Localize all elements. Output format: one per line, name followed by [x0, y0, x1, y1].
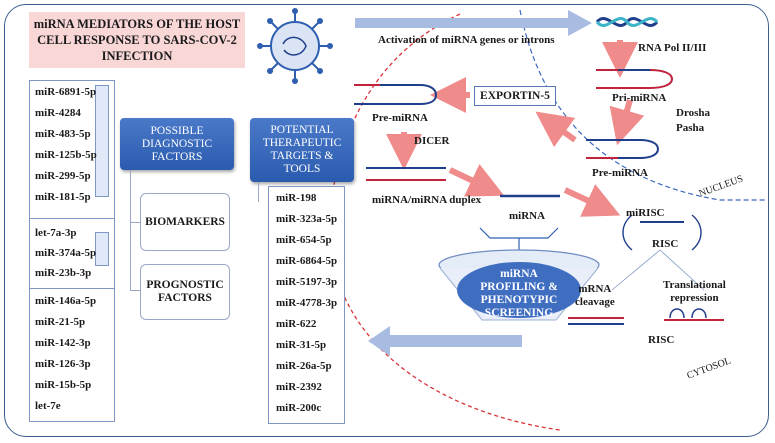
mirna-other-3: miR-142-3p — [35, 337, 91, 349]
risc-bracket-icon — [622, 214, 702, 251]
connector-biomarkers — [130, 222, 140, 223]
therapeutic-mirna-3: miR-654-5p — [276, 234, 332, 246]
mirna-other-4: miR-126-3p — [35, 358, 91, 370]
rna-pol-label: RNA Pol II/III — [638, 42, 707, 54]
mirna-up-6: miR-181-5p — [35, 191, 91, 203]
profiling-funnel-icon — [438, 249, 600, 321]
mirna-up-1: miR-6891-5p — [35, 86, 97, 98]
biomarkers-box: BIOMARKERS — [140, 193, 230, 251]
mrna-cleavage-label: mRNA cleavage — [575, 283, 615, 309]
diagnostic-divider-2 — [29, 288, 115, 289]
pre-mirna-cytosol-icon — [354, 84, 438, 105]
mirna-up-5: miR-299-5p — [35, 170, 91, 182]
therapeutic-header: POTENTIAL THERAPEUTIC TARGETS & TOOLS — [250, 118, 354, 182]
therapeutic-mirna-10: miR-2392 — [276, 381, 322, 393]
mirna-down-2: miR-374a-5p — [35, 247, 97, 259]
activation-label: Activation of miRNA genes or introns — [378, 34, 555, 46]
translational-line1: Translational — [663, 279, 726, 291]
arrow-pre-to-exportin — [535, 111, 577, 148]
mirna-down-1: let-7a-3p — [35, 227, 77, 239]
mirna-other-1: miR-146a-5p — [35, 295, 97, 307]
nucleus-membrane — [519, 9, 766, 201]
mirisc-label: miRISC — [626, 207, 665, 219]
arrow-pri-to-pre — [609, 99, 645, 146]
therapeutic-connector — [258, 182, 259, 202]
translational-repression-label: Translational repression — [663, 279, 726, 305]
mirna-other-5: miR-15b-5p — [35, 379, 92, 391]
arrow-mirna-to-mirisc — [563, 184, 621, 217]
translational-line2: repression — [670, 292, 719, 304]
therapeutic-mirna-4: miR-6864-5p — [276, 255, 338, 267]
mirna-duplex-icon — [366, 167, 446, 181]
drosha-label: Drosha — [676, 107, 711, 119]
therapeutic-mirna-9: miR-26a-5p — [276, 360, 332, 372]
mrna-cleavage-icon — [568, 317, 624, 325]
diagnostic-header: POSSIBLE DIAGNOSTIC FACTORS — [120, 118, 234, 170]
mirna-label: miRNA — [509, 210, 546, 222]
pre-mirna-cytosol-label: Pre-miRNA — [372, 112, 428, 124]
sars-cov-2-virus-icon — [257, 8, 333, 84]
risc-label: RISC — [652, 238, 679, 250]
therapeutic-mirna-6: miR-4778-3p — [276, 297, 338, 309]
therapeutic-mirna-2: miR-323a-5p — [276, 213, 338, 225]
pri-mirna-label: Pri-miRNA — [612, 92, 667, 104]
mrna-cleavage-line1: mRNA — [578, 283, 612, 295]
page-title: miRNA MEDIATORS OF THE HOST CELL RESPONS… — [29, 12, 245, 68]
translational-repression-icon — [664, 308, 724, 321]
mirna-down-3: miR-23b-3p — [35, 267, 92, 279]
therapeutic-mirna-11: miR-200c — [276, 402, 322, 414]
therapeutic-mirna-8: miR-31-5p — [276, 339, 327, 351]
therapeutic-mirna-1: miR-198 — [276, 192, 317, 204]
prognostic-factors-box: PROGNOSTIC FACTORS — [140, 264, 230, 320]
diagnostic-connector — [130, 170, 131, 290]
down-arrow-icon — [95, 232, 109, 266]
duplex-label: miRNA/miRNA duplex — [372, 194, 482, 206]
mirna-up-4: miR-125b-5p — [35, 149, 97, 161]
dna-helix-icon — [595, 17, 659, 27]
bracket-to-funnel — [479, 227, 559, 239]
mirna-other-6: let-7e — [35, 400, 61, 412]
pre-mirna-nucleus-label: Pre-miRNA — [592, 167, 648, 179]
arrow-duplex-to-mirna — [448, 164, 505, 197]
connector-prognostic — [130, 290, 140, 291]
mrna-cleavage-line2: cleavage — [575, 296, 615, 308]
pre-mirna-nucleus-icon — [586, 139, 660, 159]
therapeutic-mirna-7: miR-622 — [276, 318, 317, 330]
output-arrow — [368, 326, 522, 356]
therapeutic-mirna-5: miR-5197-3p — [276, 276, 338, 288]
outer-frame — [4, 4, 769, 437]
profiling-label: miRNA PROFILING & PHENOTYPIC SCREENING — [480, 268, 558, 319]
dicer-label: DICER — [414, 135, 450, 147]
activation-arrow — [355, 10, 592, 36]
pri-mirna-icon — [596, 69, 674, 89]
mirna-other-2: miR-21-5p — [35, 316, 86, 328]
risc-bottom-label: RISC — [648, 334, 675, 346]
up-arrow-icon — [95, 85, 109, 197]
exportin-box: EXPORTIN-5 — [474, 86, 556, 106]
mirna-up-3: miR-483-5p — [35, 128, 91, 140]
pasha-label: Pasha — [676, 122, 705, 134]
diagnostic-divider-1 — [29, 218, 115, 219]
mirna-up-2: miR-4284 — [35, 107, 81, 119]
therapeutic-mirna-list — [268, 186, 345, 424]
